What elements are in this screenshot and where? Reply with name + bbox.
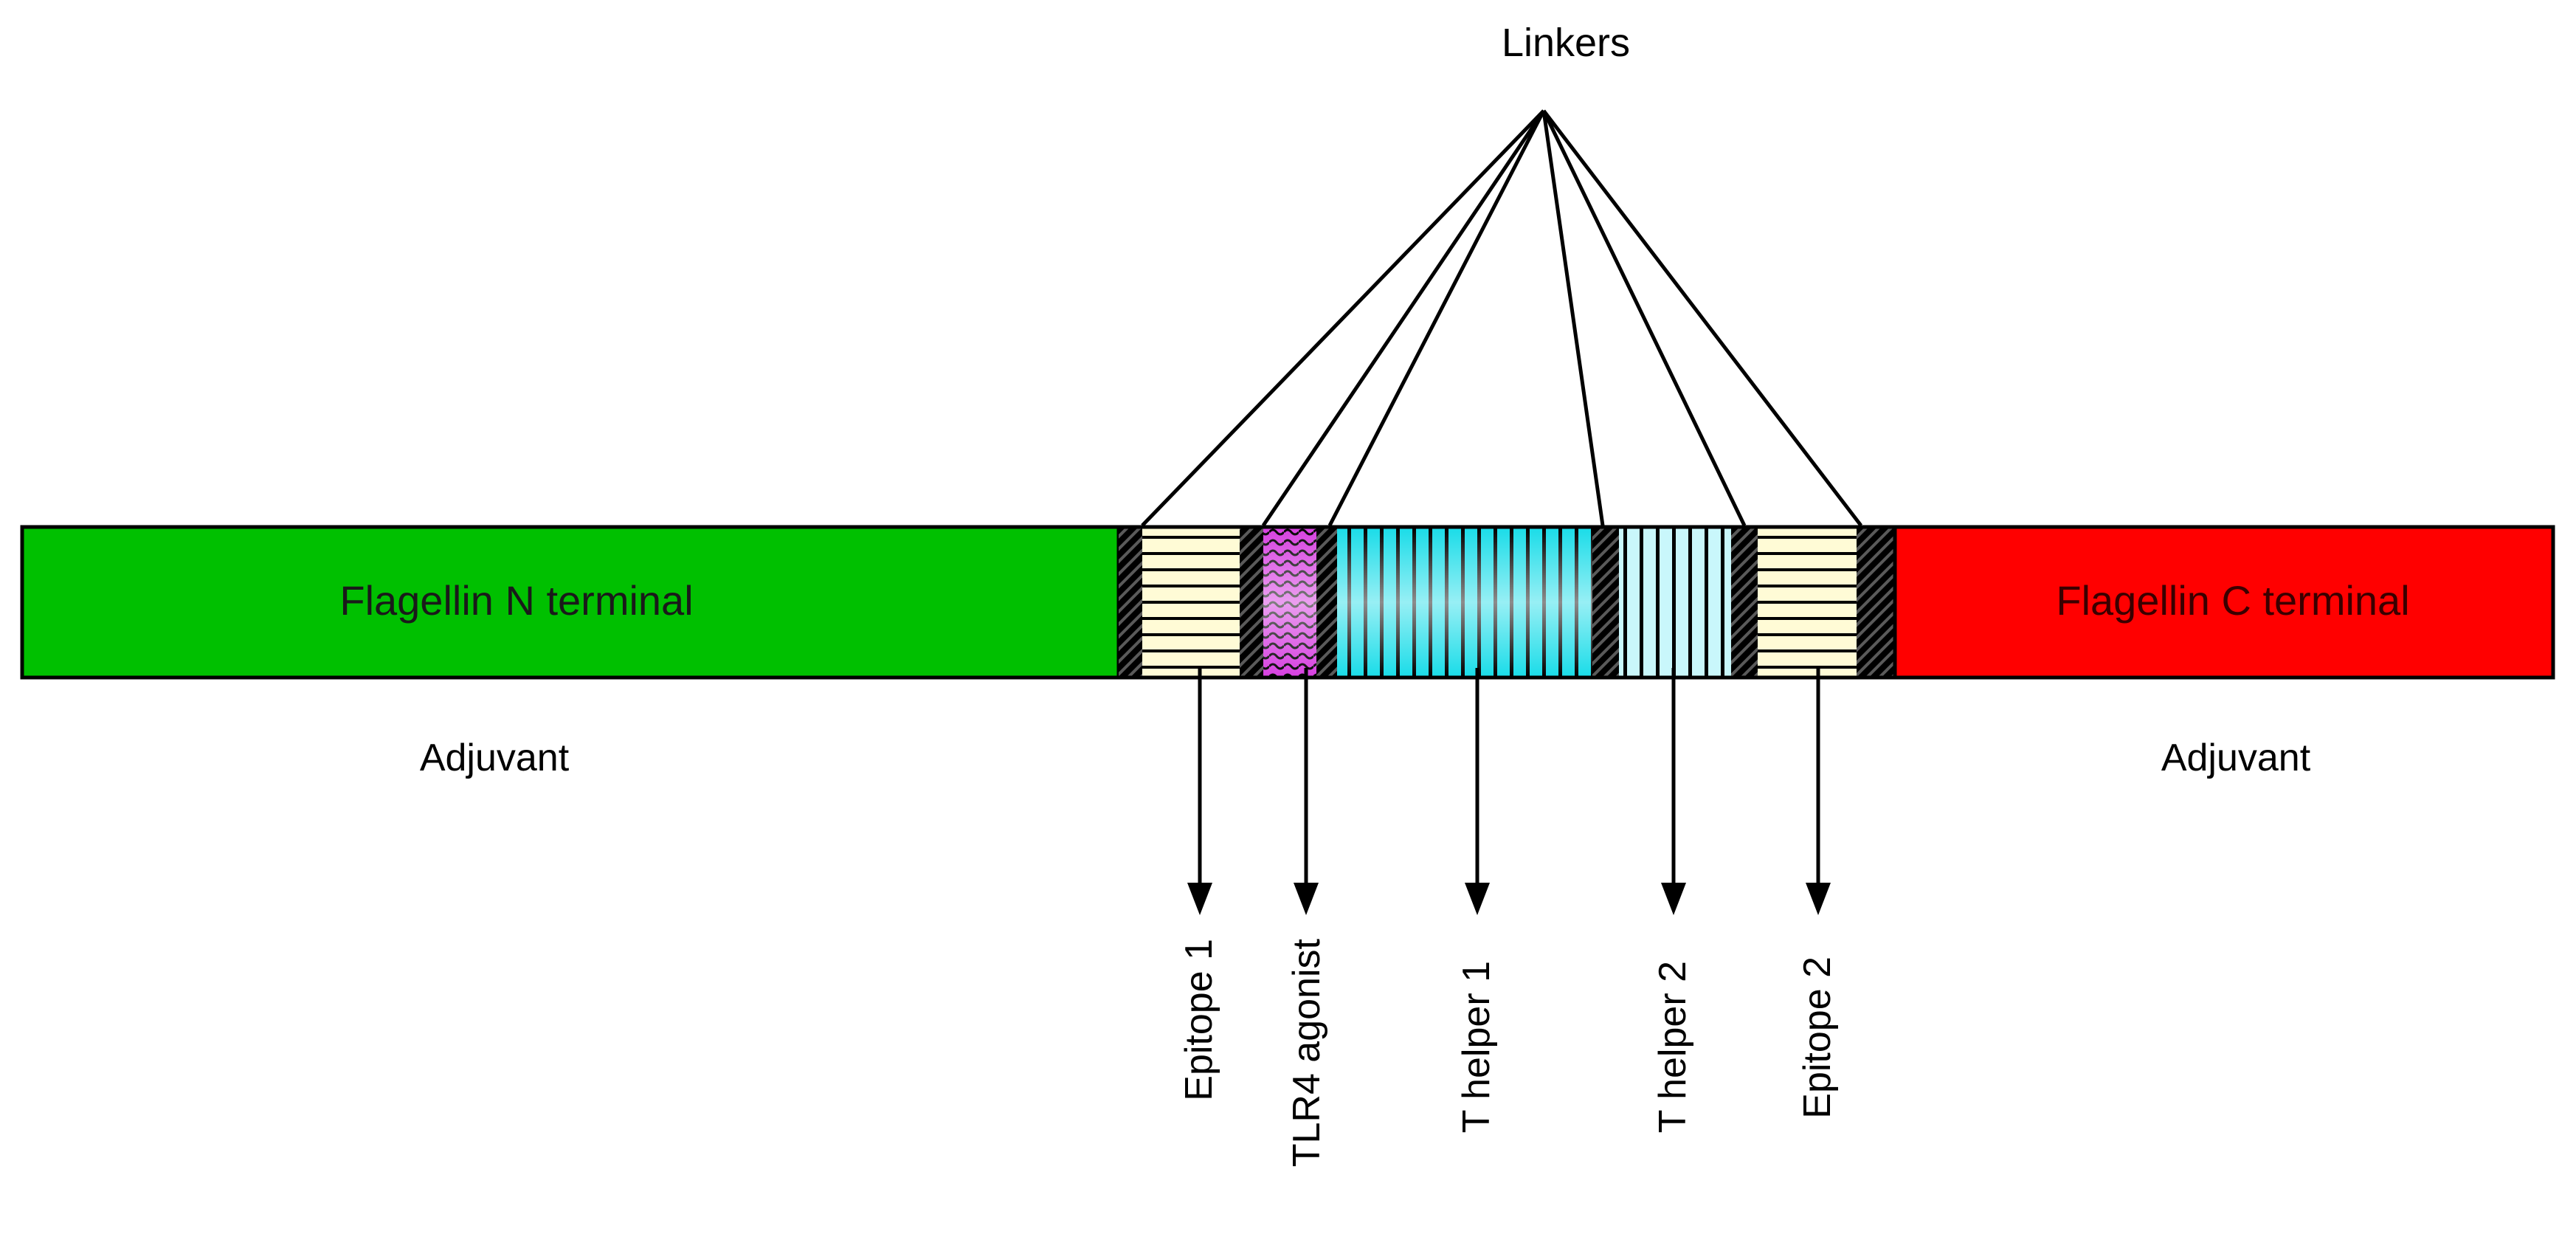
epitope-2-segment — [1758, 527, 1857, 678]
flagellin-n-terminal-label: Flagellin N terminal — [339, 577, 693, 624]
flagellin-c-terminal-label: Flagellin C terminal — [2056, 577, 2409, 624]
linker-segment-5 — [1731, 527, 1758, 678]
linker-lines — [1141, 109, 1862, 527]
arrowhead-t-helper-2 — [1661, 883, 1686, 915]
linker-segment-1 — [1119, 527, 1142, 678]
linker-line-1 — [1141, 109, 1545, 527]
left-adjuvant-label: Adjuvant — [420, 737, 570, 779]
epitope-1-segment — [1142, 527, 1240, 678]
epitope-1-label: Epitope 1 — [1178, 939, 1220, 1101]
linkers-label: Linkers — [1502, 21, 1630, 65]
flagellin-c-terminal-segment — [1893, 525, 2555, 680]
arrowhead-t-helper-1 — [1465, 883, 1490, 915]
linker-line-2 — [1261, 109, 1546, 527]
construct-outline — [20, 525, 2555, 680]
arrowhead-tlr4-agonist — [1294, 883, 1319, 915]
arrowhead-epitope-1 — [1187, 883, 1212, 915]
linker-segment-2 — [1240, 527, 1263, 678]
linker-segment-3 — [1316, 527, 1337, 678]
linker-line-6 — [1542, 109, 1862, 527]
linker-segment-6 — [1857, 527, 1895, 678]
tlr4-agonist-label: TLR4 agonist — [1285, 938, 1328, 1167]
epitope-2-label: Epitope 2 — [1796, 956, 1839, 1119]
t-helper-1-glow — [1337, 527, 1592, 678]
t-helper-2-label: T helper 2 — [1651, 961, 1694, 1133]
right-adjuvant-label: Adjuvant — [2161, 737, 2311, 779]
segment-arrows — [1187, 668, 1831, 915]
tlr4-agonist-glow — [1263, 527, 1316, 678]
linker-segment-4 — [1592, 527, 1619, 678]
linker-line-5 — [1541, 109, 1747, 527]
arrowhead-epitope-2 — [1806, 883, 1831, 915]
linker-line-3 — [1327, 109, 1546, 527]
linker-line-4 — [1541, 110, 1605, 526]
construct-bar — [20, 525, 2555, 680]
t-helper-1-label: T helper 1 — [1455, 961, 1498, 1133]
t-helper-2-segment — [1619, 527, 1731, 678]
